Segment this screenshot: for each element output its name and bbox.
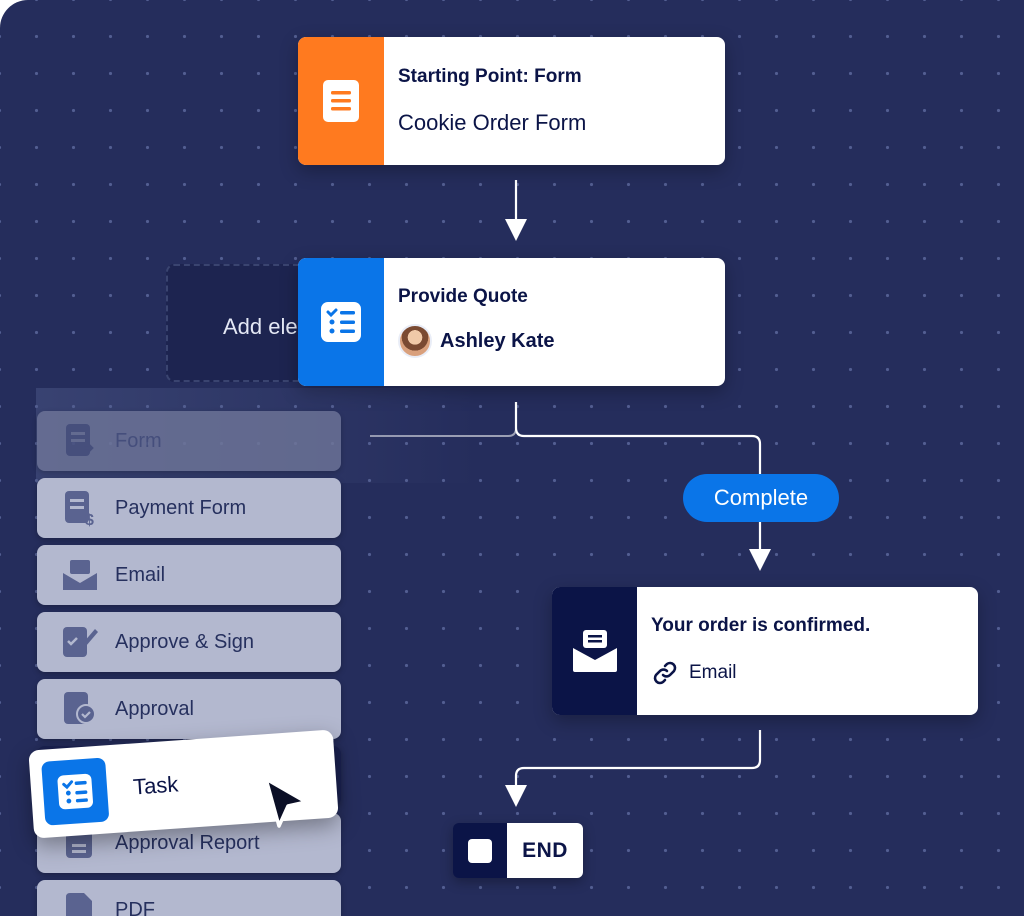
start-node-title: Cookie Order Form [398, 110, 587, 135]
palette-item-label: Approve & Sign [115, 630, 254, 653]
end-label: END [507, 823, 583, 878]
cursor-pointer-icon [264, 777, 308, 828]
task-icon [298, 258, 384, 386]
quote-node-title: Provide Quote [398, 286, 528, 307]
approval-icon [61, 690, 99, 728]
pdf-icon [61, 891, 99, 916]
connector-email-to-end [505, 730, 762, 807]
form-icon [61, 422, 99, 460]
email-icon [61, 556, 99, 594]
payment-form-icon: $ [61, 489, 99, 527]
end-node[interactable]: END [453, 823, 583, 878]
avatar [398, 324, 432, 358]
palette-item-form[interactable]: Form [37, 411, 341, 471]
email-node-type-label: Email [689, 662, 737, 683]
palette-item-email[interactable]: Email [37, 545, 341, 605]
palette-item-approve-sign[interactable]: Approve & Sign [37, 612, 341, 672]
start-node-kicker: Starting Point: Form [398, 66, 582, 87]
complete-branch-label[interactable]: Complete [683, 474, 839, 522]
form-icon [298, 37, 384, 165]
svg-text:$: $ [85, 512, 94, 527]
email-node[interactable]: Your order is confirmed. Email [552, 587, 978, 715]
palette-item-payment-form[interactable]: $ Payment Form [37, 478, 341, 538]
connector-quote-to-branch [514, 402, 762, 474]
palette-item-label: Payment Form [115, 496, 247, 519]
palette-item-label: Email [115, 563, 166, 586]
assignee-name: Ashley Kate [440, 329, 555, 352]
add-element-label: Add ele [223, 314, 298, 339]
palette-item-label: Form [115, 429, 162, 452]
palette-item-label: Approval [115, 697, 194, 720]
stop-icon [453, 823, 507, 878]
task-icon [41, 757, 110, 826]
palette-item-approval[interactable]: Approval [37, 679, 341, 739]
email-node-type: Email [651, 659, 870, 687]
palette-item-pdf[interactable]: PDF [37, 880, 341, 916]
palette-item-label: PDF [115, 898, 155, 916]
provide-quote-node[interactable]: Provide Quote Ashley Kate [298, 258, 725, 386]
dragging-task-label: Task [132, 771, 180, 800]
link-icon [653, 661, 677, 685]
dragging-task-item[interactable]: Task [28, 729, 339, 839]
quote-assignee: Ashley Kate [398, 324, 555, 358]
start-form-node[interactable]: Starting Point: Form Cookie Order Form [298, 37, 725, 165]
email-node-title: Your order is confirmed. [651, 615, 871, 636]
email-icon [552, 587, 637, 715]
palette-item-label: Approval Report [115, 831, 260, 854]
approve-sign-icon [61, 623, 99, 661]
